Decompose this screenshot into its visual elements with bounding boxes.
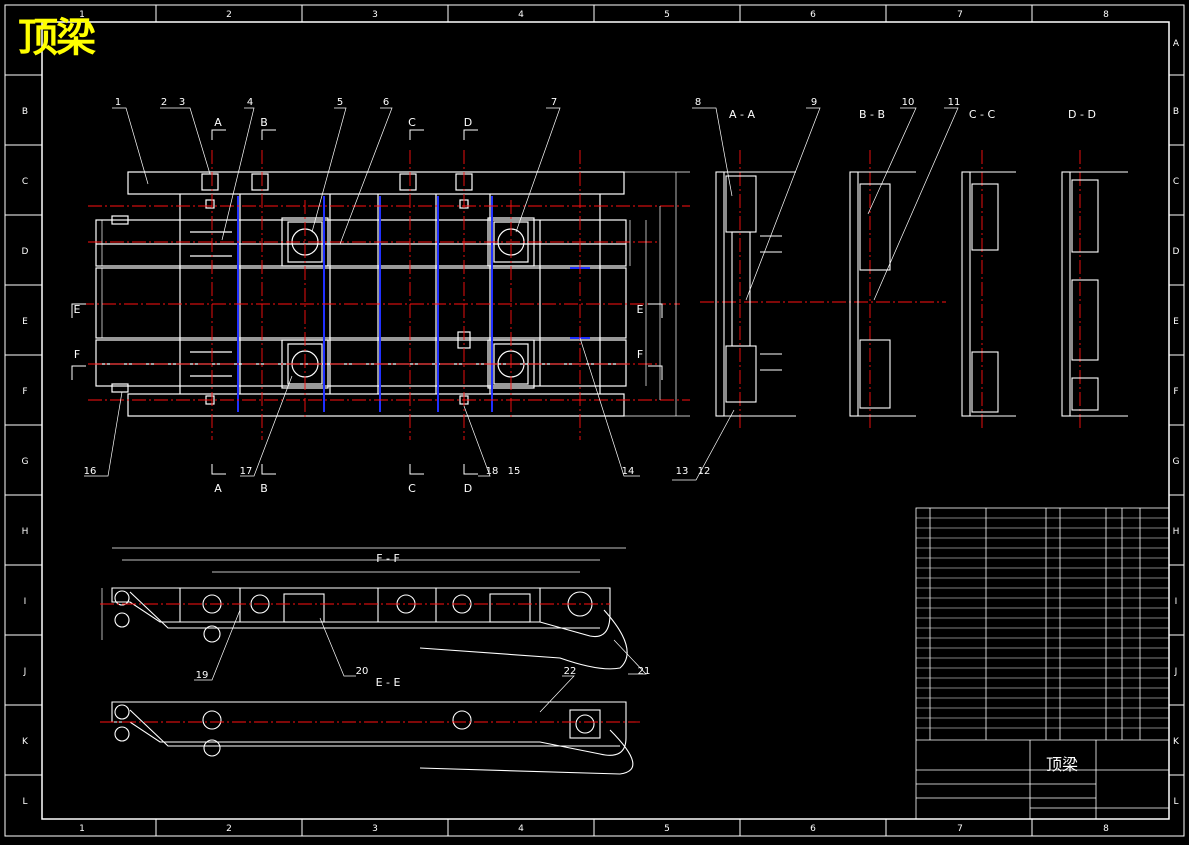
balloon-5: 5 bbox=[337, 97, 343, 108]
cut-label-a-top: A bbox=[214, 116, 222, 129]
grid-col-7-bottom: 7 bbox=[957, 824, 963, 834]
balloon-11: 11 bbox=[948, 97, 961, 108]
balloon-3: 3 bbox=[179, 97, 185, 108]
balloon-22: 22 bbox=[564, 666, 577, 677]
cut-label-c-top: C bbox=[408, 116, 416, 129]
balloon-21: 21 bbox=[638, 666, 651, 677]
grid-row-i-left: I bbox=[24, 597, 27, 607]
section-title-ff: F - F bbox=[376, 552, 400, 565]
balloon-2: 2 bbox=[161, 97, 167, 108]
grid-col-2-bottom: 2 bbox=[226, 824, 232, 834]
grid-row-c-right: C bbox=[1173, 177, 1179, 187]
section-views bbox=[700, 150, 1128, 430]
cut-label-f-left: F bbox=[74, 348, 80, 361]
cut-label-e-left: E bbox=[74, 303, 81, 316]
grid-row-g-right: G bbox=[1173, 457, 1180, 467]
grid-row-g-left: G bbox=[22, 457, 29, 467]
grid-col-2-top: 2 bbox=[226, 10, 232, 20]
balloon-20: 20 bbox=[356, 666, 369, 677]
section-ee bbox=[100, 701, 640, 775]
grid-col-3-bottom: 3 bbox=[372, 824, 378, 834]
grid-col-7-top: 7 bbox=[957, 10, 963, 20]
grid-col-1-bottom: 1 bbox=[79, 824, 85, 834]
grid-row-e-right: E bbox=[1173, 317, 1179, 327]
balloon-13: 13 bbox=[676, 466, 689, 477]
grid-col-4-bottom: 4 bbox=[518, 824, 524, 834]
balloon-12: 12 bbox=[698, 466, 711, 477]
cut-label-d-top: D bbox=[464, 116, 472, 129]
grid-row-e-left: E bbox=[22, 317, 28, 327]
balloon-14: 14 bbox=[622, 466, 635, 477]
balloon-18: 18 bbox=[486, 466, 499, 477]
grid-row-j-right: J bbox=[1174, 667, 1178, 677]
grid-col-5-top: 5 bbox=[664, 10, 670, 20]
cut-plane-labels: A B C D A B C D E E F F bbox=[74, 116, 644, 495]
balloon-9: 9 bbox=[811, 97, 817, 108]
grid-row-d-left: D bbox=[22, 247, 29, 257]
grid-col-4-top: 4 bbox=[518, 10, 524, 20]
grid-col-6-bottom: 6 bbox=[810, 824, 816, 834]
cut-label-b-bottom: B bbox=[260, 482, 268, 495]
grid-row-f-left: F bbox=[22, 387, 27, 397]
section-title-cc: C - C bbox=[969, 108, 996, 121]
title-block-part-name: 顶梁 bbox=[1046, 755, 1078, 774]
grid-col-1-top: 1 bbox=[79, 10, 85, 20]
plan-view bbox=[80, 150, 690, 440]
inner-frame bbox=[41, 21, 1170, 820]
grid-col-6-top: 6 bbox=[810, 10, 816, 20]
grid-row-b-left: B bbox=[22, 107, 28, 117]
grid-row-h-right: H bbox=[1173, 527, 1180, 537]
balloon-15: 15 bbox=[508, 466, 521, 477]
title-block: 顶梁 bbox=[915, 507, 1170, 820]
grid-row-c-left: C bbox=[22, 177, 28, 187]
balloon-labels: 1 2 3 4 5 6 7 8 9 10 11 12 13 14 15 16 1… bbox=[84, 97, 961, 681]
grid-col-8-bottom: 8 bbox=[1103, 824, 1109, 834]
balloon-6: 6 bbox=[383, 97, 389, 108]
section-title-aa: A - A bbox=[729, 108, 755, 121]
section-ff bbox=[100, 547, 628, 670]
section-title-bb: B - B bbox=[859, 108, 885, 121]
balloon-17: 17 bbox=[240, 466, 253, 477]
grid-col-5-bottom: 5 bbox=[664, 824, 670, 834]
cut-label-e-right: E bbox=[637, 303, 644, 316]
drawing-title: 顶梁 bbox=[18, 15, 96, 61]
section-title-ee: E - E bbox=[376, 676, 401, 689]
balloon-leaders bbox=[84, 107, 959, 713]
grid-row-h-left: H bbox=[22, 527, 29, 537]
outer-frame bbox=[4, 4, 1185, 837]
grid-row-l-right: L bbox=[1173, 797, 1178, 807]
section-titles: A - A B - B C - C D - D F - F E - E bbox=[376, 108, 1096, 689]
balloon-4: 4 bbox=[247, 97, 253, 108]
grid-row-i-right: I bbox=[1175, 597, 1178, 607]
grid-row-d-right: D bbox=[1173, 247, 1180, 257]
cut-label-a-bottom: A bbox=[214, 482, 222, 495]
grid-row-f-right: F bbox=[1173, 387, 1178, 397]
cut-label-f-right: F bbox=[637, 348, 643, 361]
grid-row-k-right: K bbox=[1173, 737, 1180, 747]
cut-label-c-bottom: C bbox=[408, 482, 416, 495]
balloon-10: 10 bbox=[902, 97, 915, 108]
cut-label-b-top: B bbox=[260, 116, 268, 129]
grid-labels: 1 2 3 4 5 6 7 8 1 2 3 4 5 6 7 8 B C D E … bbox=[22, 10, 1181, 834]
grid-row-a-right: A bbox=[1173, 39, 1180, 49]
grid-row-l-left: L bbox=[22, 797, 27, 807]
grid-row-k-left: K bbox=[22, 737, 29, 747]
grid-col-3-top: 3 bbox=[372, 10, 378, 20]
grid-row-j-left: J bbox=[23, 667, 27, 677]
section-title-dd: D - D bbox=[1068, 108, 1096, 121]
balloon-19: 19 bbox=[196, 670, 209, 681]
grid-ticks bbox=[5, 5, 1184, 836]
balloon-16: 16 bbox=[84, 466, 97, 477]
cut-plane-marks bbox=[71, 129, 663, 475]
balloon-8: 8 bbox=[695, 97, 701, 108]
cut-label-d-bottom: D bbox=[464, 482, 472, 495]
balloon-1: 1 bbox=[115, 97, 121, 108]
grid-row-b-right: B bbox=[1173, 107, 1179, 117]
balloon-7: 7 bbox=[551, 97, 557, 108]
grid-col-8-top: 8 bbox=[1103, 10, 1109, 20]
